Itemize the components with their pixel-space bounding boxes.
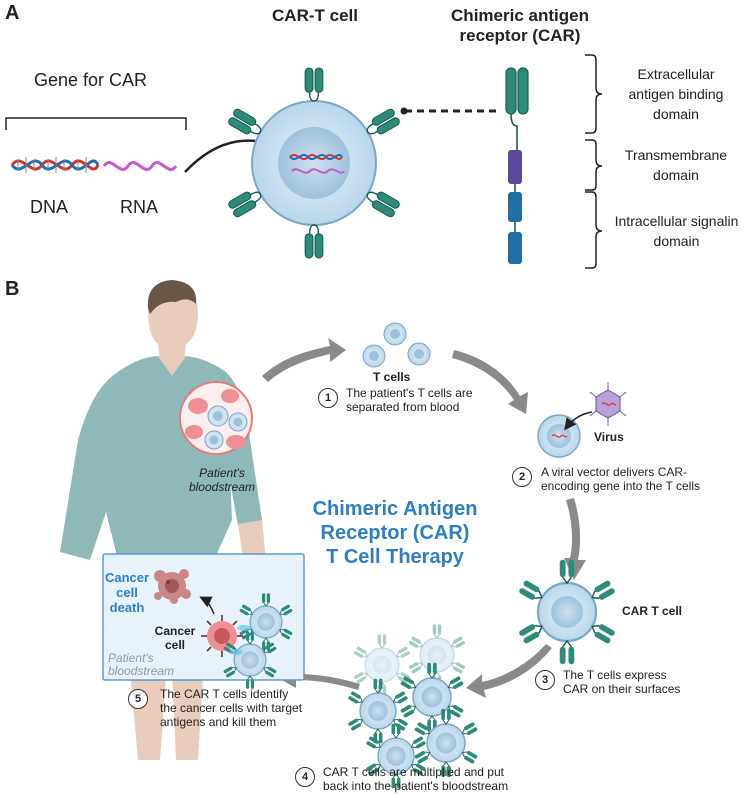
- step-5-line3: antigens and kill them: [160, 715, 277, 729]
- center-title-line2: Receptor (CAR): [320, 522, 470, 544]
- step-1-number: 1: [318, 388, 338, 408]
- cancer-cell-line2: cell: [164, 638, 185, 652]
- cancer-cell: [201, 615, 243, 657]
- domain-intracellular-line2: domain: [653, 233, 700, 249]
- step-2-text: A viral vector delivers CAR- encoding ge…: [541, 465, 700, 493]
- rna-label: RNA: [120, 197, 159, 217]
- cart-cell-label: CAR T cell: [622, 604, 683, 618]
- domain-extracellular-line1: Extracellular: [637, 66, 715, 82]
- cycle-arrow-4: [466, 644, 552, 698]
- car-title-line1: Chimeric antigen: [451, 6, 589, 25]
- t-cells-group: [362, 322, 431, 368]
- step-3-line2: CAR on their surfaces: [563, 682, 681, 696]
- gene-bracket: [5, 117, 187, 130]
- cancer-death-line3: death: [109, 600, 145, 615]
- death-arrow: [199, 596, 215, 615]
- panel-a-letter: A: [5, 2, 20, 24]
- step-5-text: The CAR T cells identify the cancer cell…: [160, 687, 302, 729]
- bloodstream-label-line1: Patient's: [199, 466, 245, 480]
- cycle-arrow-2: [452, 350, 528, 414]
- t-cells-label: T cells: [373, 370, 411, 384]
- domain-transmembrane-line1: Transmembrane: [624, 147, 728, 163]
- cancer-death-line1: Cancer: [104, 570, 150, 585]
- brace-extracellular: [585, 54, 603, 134]
- bloodstream-magnified: [179, 381, 253, 455]
- step-1-line1: The patient's T cells are: [346, 386, 473, 400]
- domain-intracellular: Intracellular signalin domain: [604, 211, 749, 251]
- step-4-text: CAR T cells are multiplied and put back …: [323, 765, 508, 793]
- virus-label: Virus: [594, 430, 624, 444]
- step-2-number: 2: [512, 467, 532, 487]
- inset-bloodstream-line2: bloodstream: [108, 664, 175, 678]
- step-5-line2: the cancer cells with target: [160, 701, 303, 715]
- step-4-line1: CAR T cells are multiplied and put: [323, 765, 504, 779]
- inset-bloodstream-line1: Patient's: [108, 651, 154, 665]
- center-title: Chimeric Antigen Receptor (CAR) T Cell T…: [295, 497, 495, 569]
- virus-to-cell-arrow: [564, 411, 593, 431]
- bloodstream-label: Patient's bloodstream: [180, 466, 264, 494]
- domain-extracellular: Extracellular antigen binding domain: [606, 64, 746, 124]
- step-1-text: The patient's T cells are separated from…: [346, 386, 473, 414]
- virus-icon: [589, 382, 627, 426]
- step-4-number: 4: [295, 767, 315, 787]
- cycle-arrow-5: [278, 668, 360, 690]
- car-title-line2: receptor (CAR): [459, 26, 581, 45]
- center-title-line3: T Cell Therapy: [326, 546, 464, 568]
- domain-extracellular-line3: domain: [653, 106, 699, 122]
- step-5-number: 5: [128, 689, 148, 709]
- gene-for-car-label: Gene for CAR: [34, 70, 148, 90]
- step-2-line1: A viral vector delivers CAR-: [541, 465, 688, 479]
- step-2-line2: encoding gene into the T cells: [541, 479, 701, 493]
- cancer-cell-label: Cancer cell: [148, 624, 202, 652]
- step-1-line2: separated from blood: [346, 400, 460, 414]
- cycle-arrow-3: [564, 498, 586, 580]
- car-title: Chimeric antigen receptor (CAR): [430, 6, 610, 46]
- cancer-death-line2: cell: [116, 585, 138, 600]
- domain-intracellular-line1: Intracellular signalin: [614, 213, 739, 229]
- cancer-cell-line1: Cancer: [154, 624, 196, 638]
- brace-intracellular: [585, 191, 603, 269]
- step-4-line2: back into the patient's bloodstream: [323, 779, 509, 793]
- cart-cell-title: CAR-T cell: [272, 6, 358, 25]
- step-3-number: 3: [535, 670, 555, 690]
- dna-helix-icon: [10, 157, 100, 173]
- brace-transmembrane: [585, 139, 603, 191]
- step-3-text: The T cells express CAR on their surface…: [563, 668, 680, 696]
- bloodstream-label-line2: bloodstream: [188, 480, 256, 494]
- cycle-arrow-1: [262, 338, 346, 382]
- cart-cell-large: [226, 67, 402, 259]
- domain-transmembrane: Transmembrane domain: [606, 145, 746, 185]
- domain-extracellular-line2: antigen binding: [628, 86, 724, 102]
- rna-strand-icon: [102, 161, 178, 171]
- inset-bloodstream-label: Patient's bloodstream: [108, 652, 174, 678]
- center-title-line1: Chimeric Antigen: [312, 498, 478, 520]
- car-receptor-detail: [505, 67, 529, 264]
- transduced-t-cell: [537, 414, 581, 458]
- dying-cancer-cell: [154, 569, 191, 604]
- domain-transmembrane-line2: domain: [653, 167, 699, 183]
- dna-label: DNA: [30, 197, 69, 217]
- multiplied-cart-cells: [348, 624, 478, 788]
- cancer-death-label: Cancer cell death: [104, 570, 150, 615]
- panel-b-letter: B: [5, 278, 20, 300]
- step-5-line1: The CAR T cells identify: [160, 687, 289, 701]
- step-3-line1: The T cells express: [563, 668, 667, 682]
